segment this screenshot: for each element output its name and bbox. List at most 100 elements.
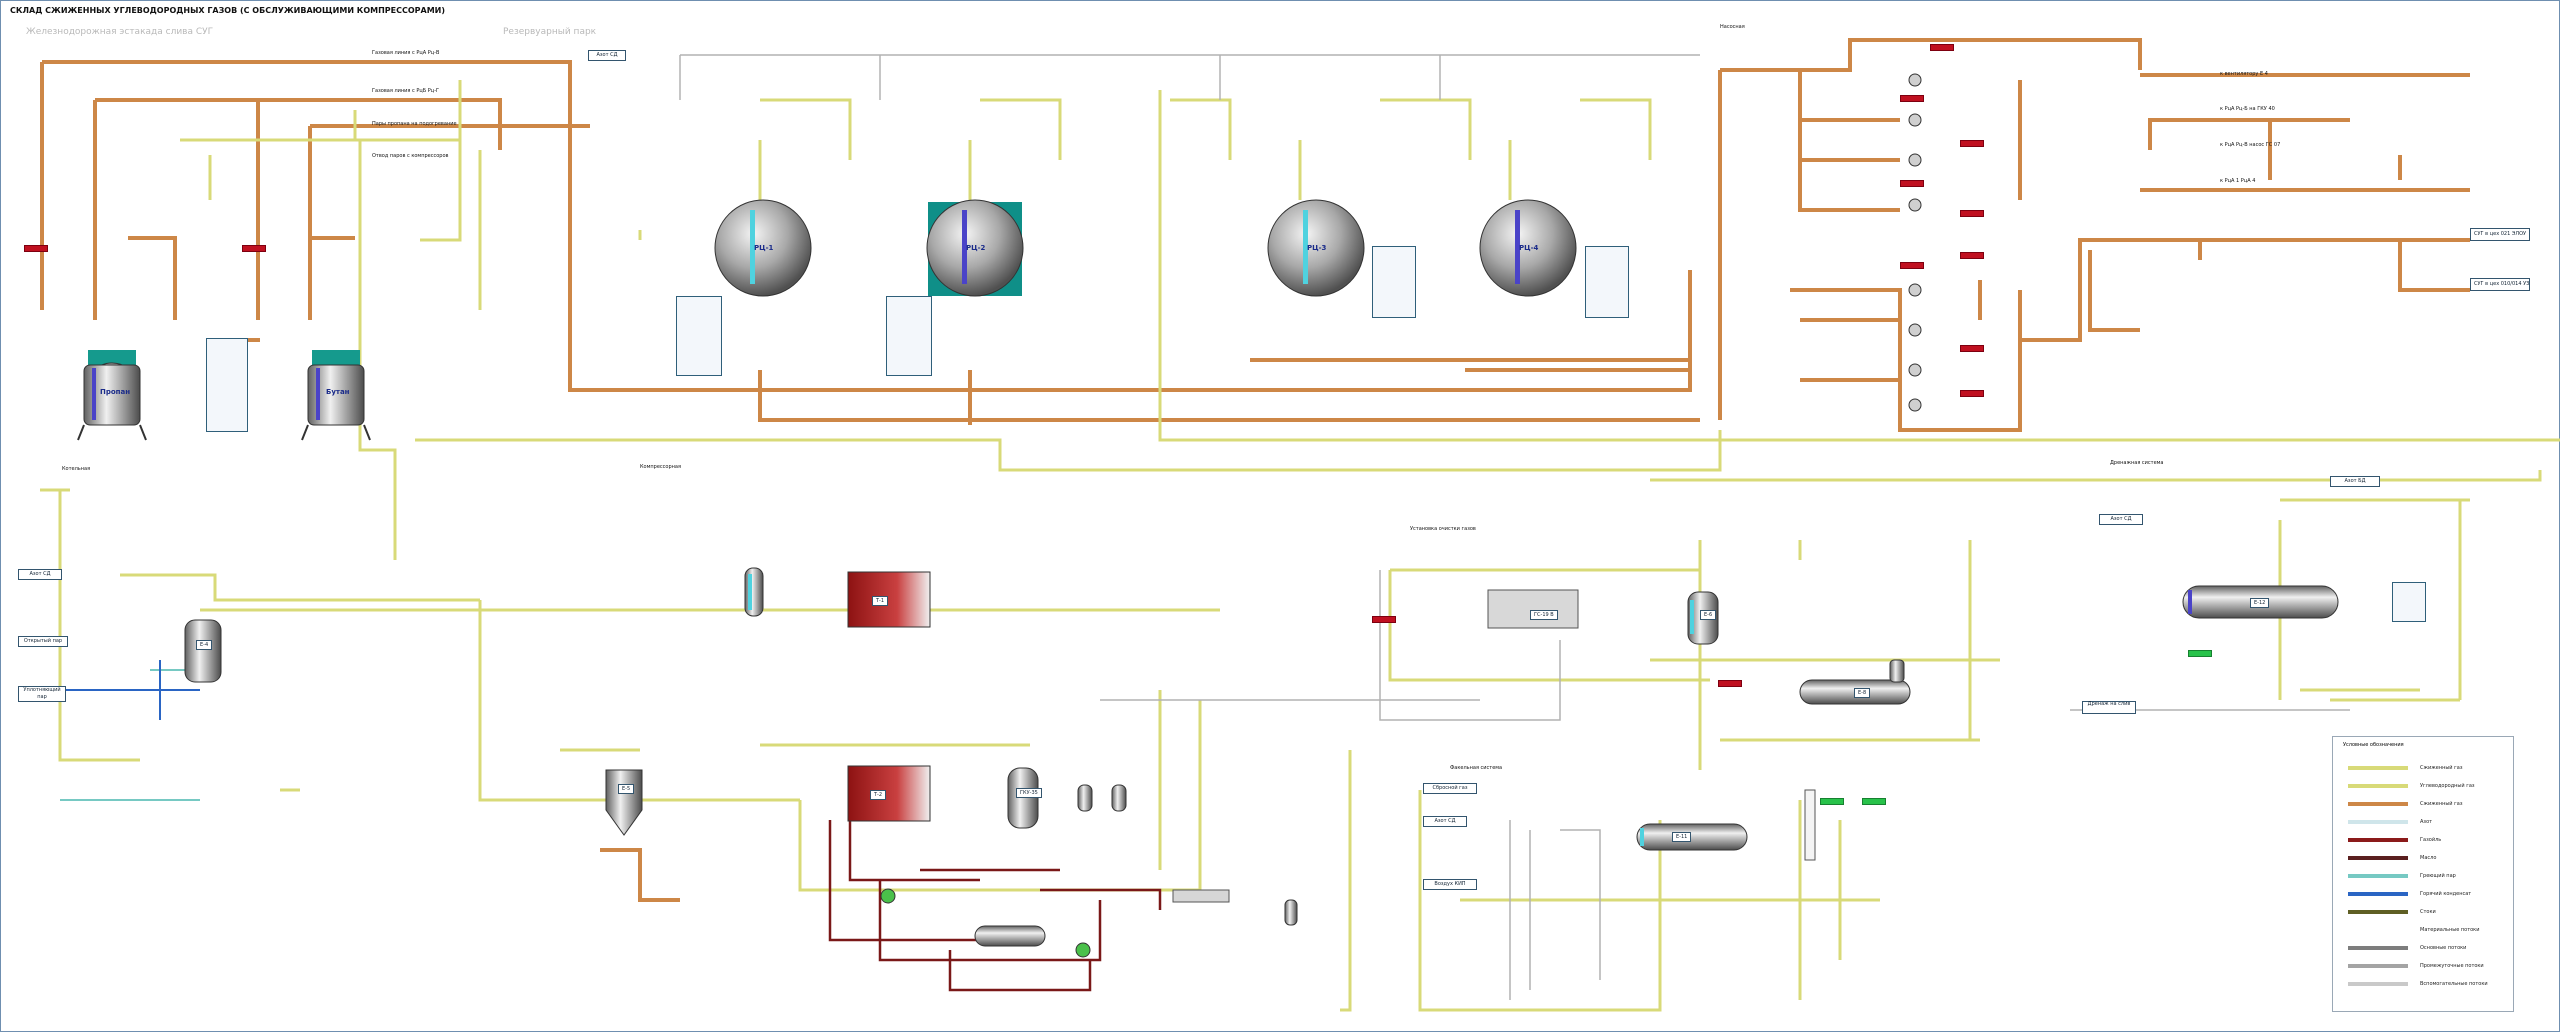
- alarm-indicator[interactable]: [1960, 210, 1984, 217]
- legend-swatch: [2348, 910, 2408, 914]
- alarm-indicator[interactable]: [1718, 680, 1742, 687]
- legend-label: Азот: [2420, 819, 2433, 825]
- alarm-indicator[interactable]: [1930, 44, 1954, 51]
- tag-t13[interactable]: Е-12: [2250, 598, 2270, 608]
- sug-out-button-1[interactable]: СУГ в цех 021 ЭЛОУ: [2470, 228, 2530, 241]
- section-title-rail: Железнодорожная эстакада слива СУГ: [26, 27, 214, 37]
- legend-label: Газойль: [2420, 837, 2442, 843]
- legend-label: Масло: [2420, 855, 2437, 861]
- nitrogen-button-drain2[interactable]: Азот БД: [2330, 476, 2380, 487]
- separator: [605, 769, 643, 836]
- legend-swatch: [2348, 874, 2408, 878]
- status-indicator-ok[interactable]: [1820, 798, 1844, 805]
- tank-rc3: [1267, 199, 1365, 297]
- area-flare: Факельная система: [1450, 765, 1503, 771]
- tag-t1[interactable]: ГС-19 В: [1530, 610, 1558, 620]
- legend-swatch: [2348, 784, 2408, 788]
- legend-label: Вспомогательные потоки: [2420, 981, 2488, 987]
- legend-swatch: [2348, 982, 2408, 986]
- compressor-label-butane: Бутан: [326, 388, 350, 396]
- area-gas-treatment: Установка очистки газов: [1410, 526, 1476, 532]
- line-label-1: Газовая линия с РцА Рц-В: [372, 50, 440, 56]
- tank-panel-rc1: [676, 296, 722, 376]
- legend-label: Сжиженный газ: [2420, 765, 2463, 771]
- alarm-indicator[interactable]: [1960, 345, 1984, 352]
- vessel-e11: [1636, 823, 1748, 851]
- tank-rc2: [926, 199, 1024, 297]
- cooler-unit: [1487, 589, 1579, 629]
- legend-label: Горячий конденсат: [2420, 891, 2472, 897]
- nitrogen-button-top[interactable]: Азот СД: [588, 50, 626, 61]
- drain-button[interactable]: Дренаж на слив: [2082, 701, 2136, 714]
- tag-t11[interactable]: Е-8: [1854, 688, 1871, 698]
- legend-label: Углеводородный газ: [2420, 783, 2475, 789]
- tank-label-rc1: РЦ-1: [754, 244, 774, 252]
- alarm-indicator[interactable]: [1372, 616, 1396, 623]
- legend-label: Промежуточные потоки: [2420, 963, 2484, 969]
- compressor-units: [77, 350, 371, 441]
- tank-rc1: [714, 199, 812, 297]
- open-steam-button[interactable]: Открытый пар: [18, 636, 68, 647]
- vessel-e4: [184, 619, 222, 683]
- area-drainage: Дренажная система: [2110, 460, 2164, 466]
- line-label-3: Пары пропана на подогревание: [372, 121, 457, 127]
- heater-2: [847, 765, 931, 822]
- line-label-2: Газовая линия с РцБ Рц-Г: [372, 88, 440, 94]
- section-title-tanks: Резервуарный парк: [503, 27, 597, 37]
- tank-label-rc3: РЦ-3: [1307, 244, 1327, 252]
- alarm-indicator[interactable]: [1900, 95, 1924, 102]
- tank-spheres: [714, 199, 1577, 297]
- nitrogen-button-flare[interactable]: Азот СД: [1423, 816, 1467, 827]
- legend-swatch: [2348, 946, 2408, 950]
- line-label-4: Отвод паров с компрессоров: [372, 153, 449, 159]
- liquid-line-main: [42, 60, 1692, 392]
- tag-t12[interactable]: Е-5: [618, 784, 635, 794]
- tank-panel-rc2: [886, 296, 932, 376]
- alarm-indicator[interactable]: [1960, 140, 1984, 147]
- tag-t9[interactable]: Е-6: [1700, 610, 1717, 620]
- status-indicator-ok[interactable]: [2188, 650, 2212, 657]
- drain-panel: [2392, 582, 2426, 622]
- compressor-panel: [206, 338, 248, 432]
- alarm-indicator[interactable]: [1900, 180, 1924, 187]
- legend-title: Условные обозначения: [2343, 742, 2404, 748]
- alarm-indicator[interactable]: [1960, 390, 1984, 397]
- sug-out-button-2[interactable]: СУГ в цех 010/014 УЗ: [2470, 278, 2530, 291]
- tag-t7[interactable]: Т-2: [870, 790, 887, 800]
- alarm-indicator[interactable]: [1960, 252, 1984, 259]
- tank-rc4: [1479, 199, 1577, 297]
- nitrogen-button-drain[interactable]: Азот СД: [2099, 514, 2143, 525]
- tag-t5[interactable]: Е-4: [196, 640, 213, 650]
- compressor-label-propane: Пропан: [100, 388, 131, 396]
- area-pump-house: Насосная: [1720, 24, 1745, 30]
- area-compressor: Компрессорная: [640, 464, 681, 470]
- tag-t10[interactable]: Е-11: [1672, 832, 1692, 842]
- liquid-line-2: [95, 98, 502, 150]
- seal-steam-button[interactable]: Уплотняющий пар: [18, 686, 66, 702]
- tag-t14[interactable]: ГКУ-35: [1016, 788, 1042, 798]
- legend-swatch: [2348, 820, 2408, 824]
- flare-gas-button[interactable]: Сбросной газ: [1423, 783, 1477, 794]
- legend-label: Материальные потоки: [2420, 927, 2480, 933]
- tag-t6[interactable]: Т-1: [872, 596, 889, 606]
- line-label-7: к РцА Рц-В насос ГС 07: [2220, 142, 2281, 148]
- tank-label-rc2: РЦ-2: [966, 244, 986, 252]
- legend-label: Греющий пар: [2420, 873, 2456, 879]
- legend-swatch: [2348, 766, 2408, 770]
- legend-swatch: [2348, 964, 2408, 968]
- alarm-indicator[interactable]: [24, 245, 48, 252]
- legend-swatch: [2348, 892, 2408, 896]
- alarm-indicator[interactable]: [1900, 262, 1924, 269]
- line-label-8: к РцА 1 РцА 4: [2220, 178, 2256, 184]
- instrument-air-button[interactable]: Воздух КИП: [1423, 879, 1477, 890]
- tank-panel-rc4: [1585, 246, 1629, 318]
- nitrogen-button-left[interactable]: Азот СД: [18, 569, 62, 580]
- heater-1: [847, 571, 931, 628]
- alarm-indicator[interactable]: [242, 245, 266, 252]
- tank-panel-rc3: [1372, 246, 1416, 318]
- area-boiler: Котельная: [62, 466, 91, 472]
- status-indicator-ok[interactable]: [1862, 798, 1886, 805]
- legend-label: Сжиженный газ: [2420, 801, 2463, 807]
- legend-swatch: [2348, 838, 2408, 842]
